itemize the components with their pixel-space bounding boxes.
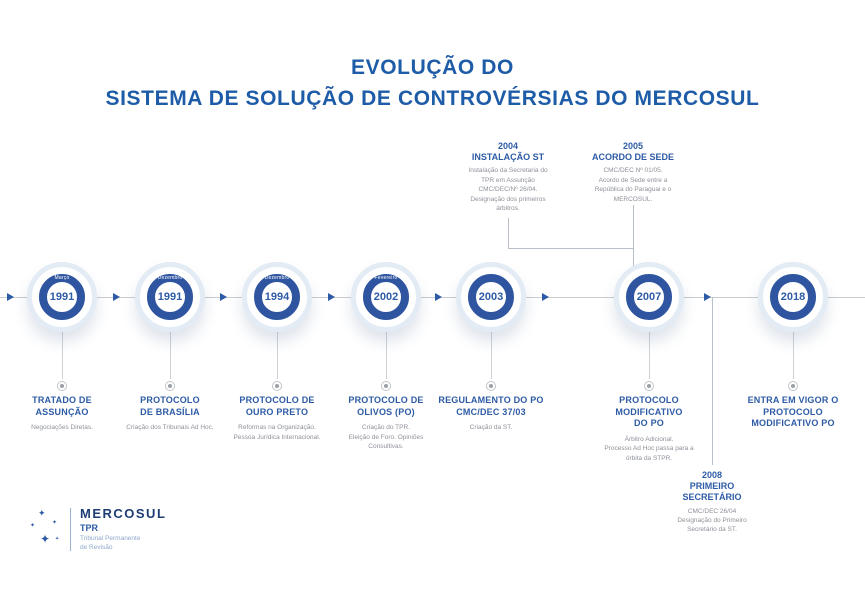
annotation-2005: 2005 ACORDO DE SEDE CMC/DEC Nº 01/05. Ac… xyxy=(578,141,688,204)
connector-2005-vertical xyxy=(633,205,634,297)
node-month-label: Dezembro xyxy=(157,275,183,281)
timeline-axis xyxy=(0,297,865,298)
node-year-label: 1991 xyxy=(49,291,75,303)
node-title: ENTRA EM VIGOR O PROTOCOLO MODIFICATIVO … xyxy=(747,395,839,429)
node-description: Criação da ST. xyxy=(469,424,513,432)
connector-2008-vertical xyxy=(712,297,713,465)
annotation-title: INSTALAÇÃO ST xyxy=(471,152,545,162)
node-label: TRATADO DE ASSUNÇÃO Negociações Diretas. xyxy=(2,395,122,433)
node-marker-dot xyxy=(57,381,67,391)
annotation-2004: 2004 INSTALAÇÃO ST Instalação da Secreta… xyxy=(453,141,563,213)
connector-2004-horizontal xyxy=(508,248,633,249)
node-year-label: 2007 xyxy=(636,291,662,303)
node-drop-line xyxy=(386,332,387,379)
star-icon: ✦ xyxy=(55,536,60,542)
southern-cross-stars-icon: ✦ ✦ ✦ ✦ ✦ xyxy=(28,506,66,553)
node-title: PROTOCOLO DE BRASÍLIA xyxy=(140,395,200,417)
year-circle: Dezembro 1991 xyxy=(135,262,205,332)
node-title: PROTOCOLO DE OURO PRETO xyxy=(239,395,315,417)
star-icon: ✦ xyxy=(38,508,46,518)
logo-brand: MERCOSUL xyxy=(80,506,167,521)
year-ring xyxy=(147,274,193,320)
year-circle: 2003 xyxy=(456,262,526,332)
year-circle: Dezembro 1994 xyxy=(242,262,312,332)
annotation-title: PRIMEIRO SECRETÁRIO xyxy=(682,481,742,503)
node-year-label: 1991 xyxy=(157,291,183,303)
annotation-body: CMC/DEC 26/04 Designação do Primeiro Sec… xyxy=(677,507,747,534)
node-label: PROTOCOLO MODIFICATIVO DO PO Árbitro Adi… xyxy=(589,395,709,463)
year-circle: 2007 xyxy=(614,262,684,332)
node-label: REGULAMENTO DO PO CMC/DEC 37/03 Criação … xyxy=(431,395,551,433)
node-label: PROTOCOLO DE BRASÍLIA Criação dos Tribun… xyxy=(110,395,230,433)
year-ring xyxy=(468,274,514,320)
year-ring xyxy=(626,274,672,320)
timeline-arrow-icon xyxy=(328,293,335,301)
annotation-year: 2005 xyxy=(622,141,644,151)
node-description: Árbitro Adicional. Processo Ad Hoc passa… xyxy=(604,436,694,462)
node-description: Criação dos Tribunais Ad Hoc. xyxy=(126,424,214,432)
year-circle: Fevereiro 2002 xyxy=(351,262,421,332)
logo-text: MERCOSUL TPR Tribunal Permanente de Revi… xyxy=(80,506,166,553)
node-title: PROTOCOLO DE OLIVOS (PO) xyxy=(348,395,424,417)
node-drop-line xyxy=(649,332,650,379)
node-description: Reformas na Organização. Pessoa Jurídica… xyxy=(233,424,321,441)
node-drop-line xyxy=(170,332,171,379)
node-month-label: Dezembro xyxy=(264,275,290,281)
node-drop-line xyxy=(793,332,794,379)
page-title: EVOLUÇÃO DO SISTEMA DE SOLUÇÃO DE CONTRO… xyxy=(105,56,760,110)
connector-2004-vertical xyxy=(508,218,509,248)
node-year-label: 2002 xyxy=(373,291,399,303)
timeline-arrow-icon xyxy=(435,293,442,301)
node-title: TRATADO DE ASSUNÇÃO xyxy=(32,395,92,417)
star-icon: ✦ xyxy=(52,520,58,526)
node-marker-dot xyxy=(788,381,798,391)
node-year-label: 2018 xyxy=(780,291,806,303)
node-label: PROTOCOLO DE OLIVOS (PO) Criação do TPR.… xyxy=(326,395,446,452)
year-circle: 2018 xyxy=(758,262,828,332)
logo-tagline: Tribunal Permanente de Revisão xyxy=(80,535,141,551)
annotation-body: CMC/DEC Nº 01/05. Acordo de Sede entre a… xyxy=(594,167,672,203)
timeline-arrow-icon xyxy=(220,293,227,301)
star-icon: ✦ xyxy=(30,523,36,529)
node-marker-dot xyxy=(165,381,175,391)
node-drop-line xyxy=(62,332,63,379)
timeline-arrow-icon xyxy=(704,293,711,301)
year-ring xyxy=(770,274,816,320)
node-drop-line xyxy=(277,332,278,379)
node-description: Negociações Diretas. xyxy=(31,424,93,432)
node-marker-dot xyxy=(272,381,282,391)
annotation-title: ACORDO DE SEDE xyxy=(591,152,674,162)
node-month-label: Março xyxy=(54,275,70,281)
annotation-year: 2008 xyxy=(701,470,723,480)
node-label: PROTOCOLO DE OURO PRETO Reformas na Orga… xyxy=(217,395,337,442)
node-title: REGULAMENTO DO PO CMC/DEC 37/03 xyxy=(438,395,544,417)
node-label: ENTRA EM VIGOR O PROTOCOLO MODIFICATIVO … xyxy=(733,395,853,435)
year-ring xyxy=(363,274,409,320)
timeline-arrow-icon xyxy=(113,293,120,301)
node-drop-line xyxy=(491,332,492,379)
node-year-label: 1994 xyxy=(264,291,290,303)
timeline-arrow-icon xyxy=(542,293,549,301)
timeline-arrow-icon xyxy=(7,293,14,301)
node-title: PROTOCOLO MODIFICATIVO DO PO xyxy=(615,395,683,429)
mercosul-tpr-logo: ✦ ✦ ✦ ✦ ✦ MERCOSUL TPR Tribunal Permanen… xyxy=(28,506,166,553)
node-description: Criação do TPR. Eleição de Foro. Opiniõe… xyxy=(348,424,424,451)
year-circle: Março 1991 xyxy=(27,262,97,332)
node-year-label: 2003 xyxy=(478,291,504,303)
year-ring xyxy=(254,274,300,320)
annotation-body: Instalação da Secretaria do TPR em Assun… xyxy=(468,167,548,212)
year-ring xyxy=(39,274,85,320)
logo-subtitle: TPR xyxy=(80,523,98,533)
star-icon: ✦ xyxy=(40,532,51,546)
annotation-year: 2004 xyxy=(497,141,519,151)
node-month-label: Fevereiro xyxy=(374,275,398,281)
logo-divider xyxy=(70,508,71,551)
node-marker-dot xyxy=(381,381,391,391)
node-marker-dot xyxy=(486,381,496,391)
node-marker-dot xyxy=(644,381,654,391)
annotation-2008: 2008 PRIMEIRO SECRETÁRIO CMC/DEC 26/04 D… xyxy=(657,470,767,535)
